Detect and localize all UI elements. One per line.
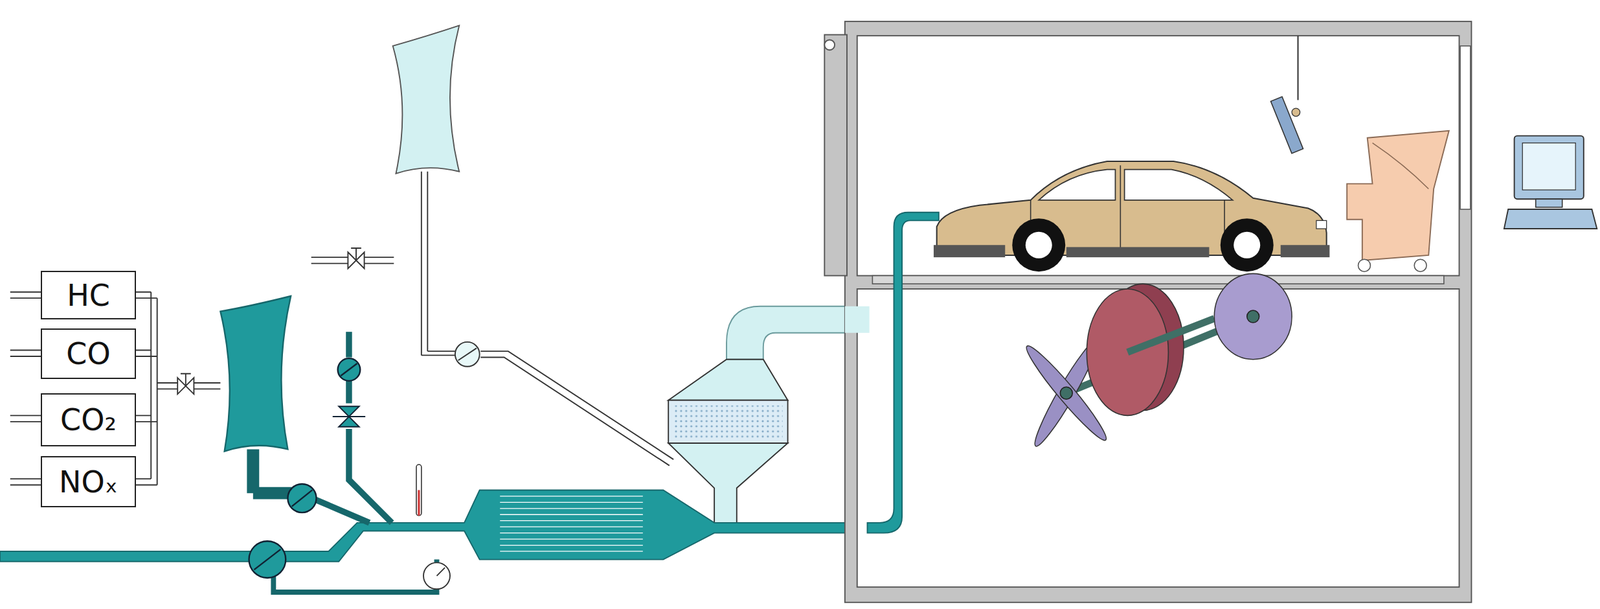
air-filter — [668, 400, 788, 443]
valve-symbol — [177, 373, 194, 395]
filter-hood — [668, 359, 788, 401]
analyser-box: HC — [40, 270, 136, 320]
analyser-box: CO — [40, 328, 136, 379]
control-computer — [1504, 135, 1597, 229]
gas-label: CO₂ — [60, 402, 117, 438]
ambient-bag — [393, 25, 460, 174]
sample-bag — [220, 295, 291, 452]
exhaust-pipe — [867, 212, 939, 533]
test-cell-walls — [824, 21, 1472, 603]
dilution-tunnel — [0, 212, 939, 592]
heat-exchanger — [499, 495, 643, 552]
driver-monitor — [1271, 35, 1304, 154]
filter-media — [673, 405, 783, 438]
ambient-line — [311, 171, 674, 466]
chassis-dynamometer — [1020, 273, 1292, 451]
analyser-box: NOₓ — [40, 455, 136, 508]
valve-symbol — [332, 405, 366, 427]
thermometer — [416, 464, 422, 516]
gas-label: CO — [66, 336, 111, 372]
analyser-box: CO₂ — [40, 393, 136, 447]
valve-symbol — [347, 247, 364, 269]
pump-symbol — [249, 358, 361, 578]
pump-symbol — [455, 341, 480, 367]
pressure-gauge — [423, 562, 451, 589]
gas-label: NOₓ — [58, 464, 118, 500]
gas-label: HC — [66, 277, 111, 313]
cooling-fan — [1346, 130, 1450, 272]
test-vehicle — [933, 161, 1330, 272]
